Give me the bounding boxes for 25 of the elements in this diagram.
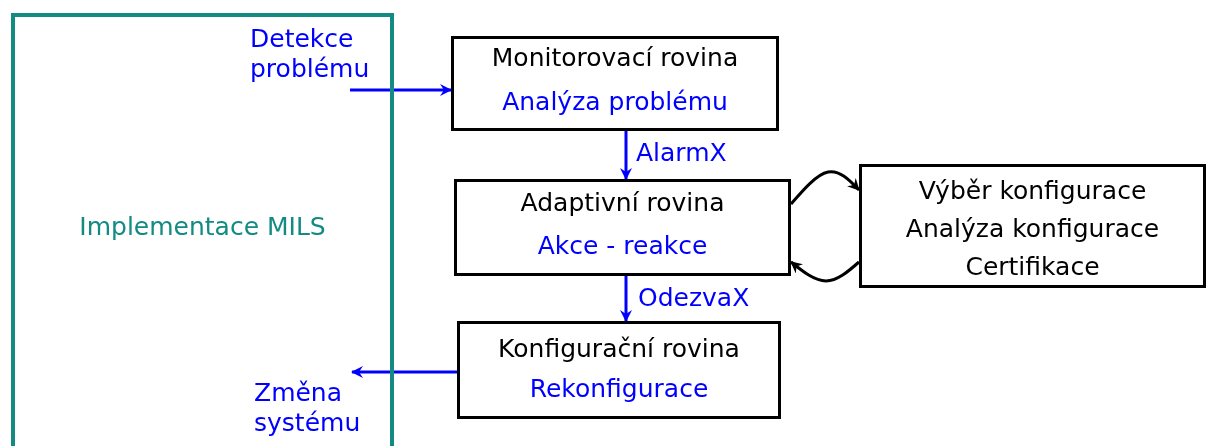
- node-text: Analýza problému: [501, 87, 729, 117]
- arrow: [350, 84, 452, 96]
- node-text: Adaptivní rovina: [519, 188, 726, 218]
- process-box: [457, 321, 781, 419]
- arrow: [620, 131, 632, 180]
- node-text: Výběr konfigurace: [917, 176, 1148, 206]
- arrow: [620, 276, 632, 322]
- node-text: Změna systému: [254, 378, 362, 438]
- node-text: Konfigurační rovina: [497, 334, 741, 364]
- group-panel: [11, 13, 394, 446]
- node-text: Monitorovací rovina: [490, 43, 740, 73]
- node-text: Detekce problému: [250, 24, 371, 84]
- edge-label: AlarmX: [636, 138, 727, 168]
- arrow: [351, 366, 457, 378]
- node-text: Akce - reakce: [536, 231, 709, 261]
- node-text: Rekonfigurace: [528, 374, 710, 404]
- node-text: Analýza konfigurace: [904, 214, 1161, 244]
- process-box: [451, 36, 779, 131]
- node-text: Implementace MILS: [78, 212, 327, 242]
- process-box: [454, 179, 791, 276]
- node-text: Certifikace: [964, 252, 1101, 282]
- edge-label: OdezvaX: [638, 283, 750, 313]
- process-box: [859, 164, 1206, 288]
- arrow: [790, 260, 860, 283]
- arrow: [789, 170, 861, 205]
